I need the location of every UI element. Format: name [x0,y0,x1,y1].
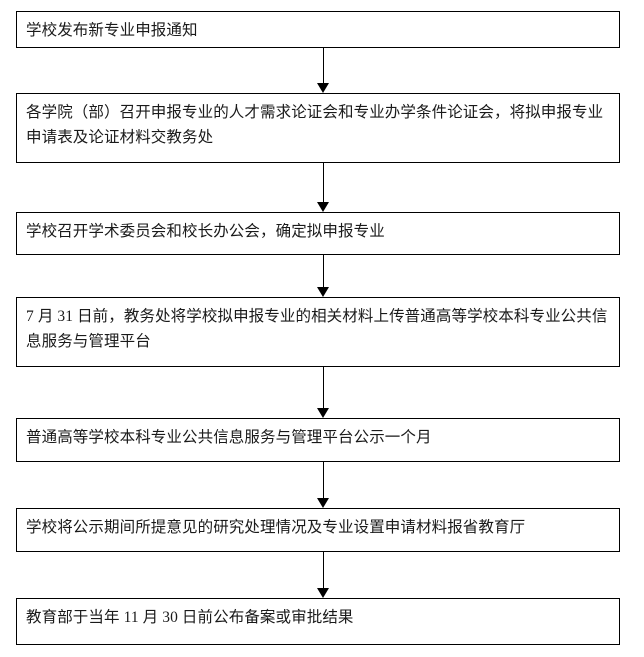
flow-node-5-label: 普通高等学校本科专业公共信息服务与管理平台公示一个月 [26,429,432,446]
down-arrow-6 [316,552,331,598]
flow-node-7-label: 教育部于当年 11 月 30 日前公布备案或审批结果 [26,609,354,626]
flow-node-1: 学校发布新专业申报通知 [16,11,620,48]
flow-node-4: 7 月 31 日前，教务处将学校拟申报专业的相关材料上传普通高等学校本科专业公共… [16,297,620,367]
down-arrow-2 [316,163,331,212]
flow-node-3: 学校召开学术委员会和校长办公会，确定拟申报专业 [16,212,620,255]
arrow-stem [323,163,324,203]
arrow-head-icon [317,408,329,418]
flow-node-1-label: 学校发布新专业申报通知 [26,22,198,39]
down-arrow-5 [316,462,331,508]
arrow-head-icon [317,287,329,297]
down-arrow-1 [316,48,331,93]
flow-node-6-label: 学校将公示期间所提意见的研究处理情况及专业设置申请材料报省教育厅 [26,519,526,536]
arrow-head-icon [317,202,329,212]
flow-node-6: 学校将公示期间所提意见的研究处理情况及专业设置申请材料报省教育厅 [16,508,620,552]
arrow-stem [323,255,324,288]
flow-node-5: 普通高等学校本科专业公共信息服务与管理平台公示一个月 [16,418,620,462]
arrow-head-icon [317,83,329,93]
arrow-stem [323,48,324,84]
flow-node-4-label: 7 月 31 日前，教务处将学校拟申报专业的相关材料上传普通高等学校本科专业公共… [26,308,608,350]
arrow-stem [323,367,324,409]
arrow-stem [323,462,324,499]
flow-node-2: 各学院（部）召开申报专业的人才需求论证会和专业办学条件论证会，将拟申报专业申请表… [16,93,620,163]
flow-node-2-label: 各学院（部）召开申报专业的人才需求论证会和专业办学条件论证会，将拟申报专业申请表… [26,104,604,146]
arrow-head-icon [317,588,329,598]
flow-node-3-label: 学校召开学术委员会和校长办公会，确定拟申报专业 [26,223,385,240]
arrow-head-icon [317,498,329,508]
arrow-stem [323,552,324,589]
down-arrow-4 [316,367,331,418]
down-arrow-3 [316,255,331,297]
flow-node-7: 教育部于当年 11 月 30 日前公布备案或审批结果 [16,598,620,645]
